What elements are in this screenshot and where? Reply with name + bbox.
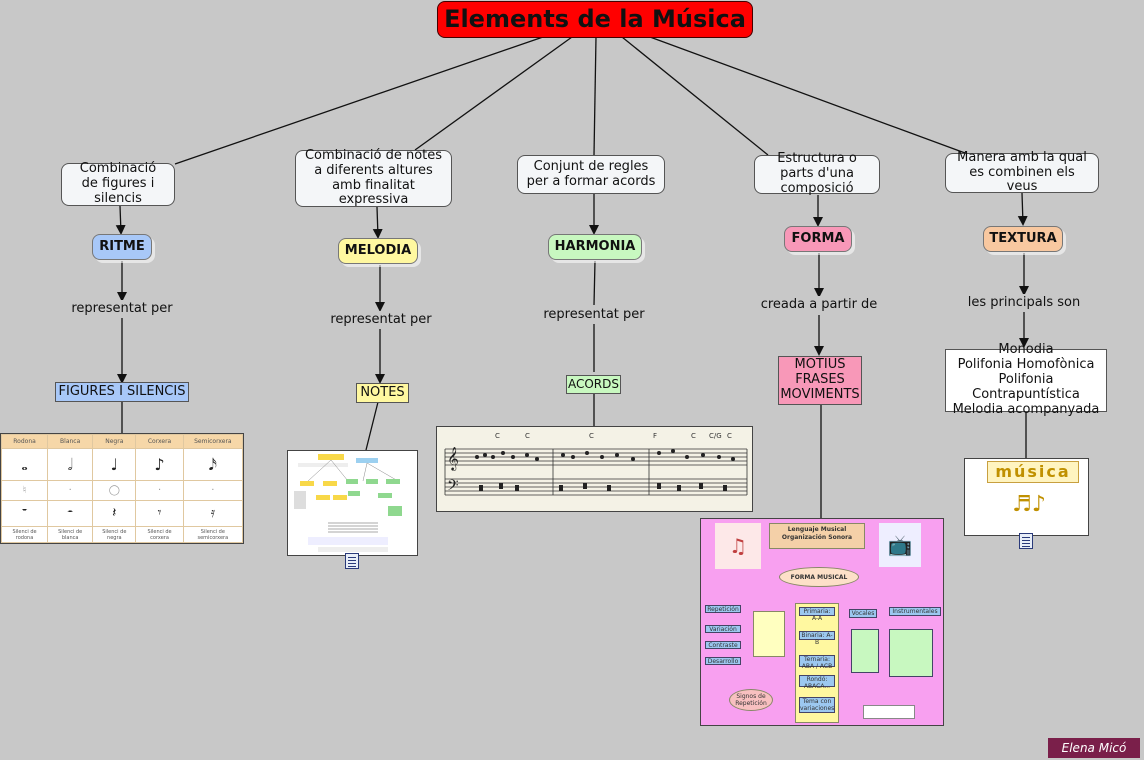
harmonia-description[interactable]: Conjunt de regles per a formar acords [517, 155, 665, 194]
forma-middle-item: Ternaria: ABA / ACB [799, 655, 835, 670]
acords-node[interactable]: ACORDS [566, 375, 621, 394]
author-label: Elena Micó [1048, 738, 1140, 758]
rest-label: Silenci de negra [92, 526, 137, 543]
forma-left-item: Desarrollo [705, 657, 741, 665]
melodia-concept[interactable]: MELODIA [338, 238, 418, 264]
note-symbol: 𝅝 [1, 447, 49, 482]
forma-phrase-box [753, 611, 785, 657]
forma-bottom-box: Signos de Repetición [729, 689, 773, 711]
forma-vocales: Vocales [849, 609, 877, 618]
forma-middle-item: Primaria: A-A [799, 607, 835, 622]
note-symbol: ♩ [92, 447, 137, 482]
note-symbol: 𝅗𝅥 [47, 447, 94, 482]
document-icon[interactable] [345, 553, 359, 569]
chord-label: C [525, 432, 530, 440]
forma-left-item: Contraste [705, 641, 741, 649]
harmonia-concept[interactable]: HARMONIA [548, 234, 642, 260]
rest-symbol: 𝄽 [92, 499, 137, 528]
musica-word: música [987, 461, 1079, 483]
map-title[interactable]: Elements de la Música [437, 1, 753, 38]
motius-node[interactable]: MOTIUS FRASES MOVIMENTS [778, 356, 862, 405]
forma-instrumentales: Instrumentales [889, 607, 941, 616]
rest-symbol: 𝄼 [47, 499, 94, 528]
chord-label: C [727, 432, 732, 440]
chord-label: C/G [709, 432, 722, 440]
document-icon[interactable] [1019, 533, 1033, 549]
textura-concept[interactable]: TEXTURA [983, 226, 1063, 252]
rest-label: Silenci de blanca [47, 526, 94, 543]
chord-label: C [495, 432, 500, 440]
chord-label: F [653, 432, 657, 440]
forma-middle-item: Tema con variaciones [799, 697, 835, 713]
textura-link-phrase: les principals son [966, 294, 1082, 312]
melodia-mini-map [294, 454, 402, 552]
rest-label: Silenci de corxera [135, 526, 184, 543]
forma-middle-item: Binaria: A-B [799, 631, 835, 646]
forma-vocales-list [851, 629, 879, 673]
rhythm-header: Corxera [135, 434, 184, 449]
music-notes-icon: ♫ [715, 523, 761, 569]
melodia-map-image[interactable] [287, 450, 418, 556]
forma-middle-item: Rondó: ABACA... [799, 675, 835, 690]
note-symbol: ♪ [135, 447, 184, 482]
rest-label: Silenci de rodona [1, 526, 49, 543]
forma-concept[interactable]: FORMA [784, 226, 852, 252]
textures-list-node[interactable]: Monodia Polifonia Homofònica Polifonia C… [945, 342, 1107, 417]
note-symbol: 𝅘𝅥𝅯 [182, 447, 243, 482]
harmonia-score-image[interactable]: 𝄞 𝄢 C C C F C C/G C [436, 426, 753, 512]
forma-description[interactable]: Estructura o parts d'una composició [754, 151, 880, 196]
chord-label: C [691, 432, 696, 440]
rhythm-header: Blanca [47, 434, 94, 449]
rest-symbol: 𝄾 [135, 499, 184, 528]
forma-center-box: FORMA MUSICAL [779, 567, 859, 587]
melodia-link-phrase: representat per [328, 311, 434, 329]
rhythm-figures-image[interactable]: Rodona Blanca Negra Corxera Semicorxera … [0, 433, 244, 544]
musicians-illustration: ♬♪ [1012, 492, 1046, 517]
forma-map-image[interactable]: ♫ Lenguaje Musical Organización Sonora 📺… [700, 518, 944, 726]
forma-note-box [863, 705, 915, 719]
rest-symbol: 𝄻 [1, 499, 49, 528]
forma-left-item: Repetición [705, 605, 741, 613]
rest-label: Silenci de semicorxera [182, 526, 243, 543]
musical-score: 𝄞 𝄢 C C C F C C/G C [444, 432, 748, 498]
ritme-description[interactable]: Combinació de figures i silencis [61, 161, 175, 206]
rhythm-header: Negra [92, 434, 137, 449]
notes-node[interactable]: NOTES [356, 383, 409, 403]
rhythm-header: Rodona [1, 434, 49, 449]
ritme-link-phrase: representat per [70, 300, 174, 318]
svg-text:𝄢: 𝄢 [447, 477, 459, 498]
figures-silencis-node[interactable]: FIGURES I SILENCIS [55, 382, 189, 402]
forma-top-box: Lenguaje Musical Organización Sonora [769, 523, 865, 549]
ritme-concept[interactable]: RITME [92, 234, 152, 260]
chord-label: C [589, 432, 594, 440]
melodia-description[interactable]: Combinació de notes a diferents altures … [295, 148, 452, 207]
harmonia-link-phrase: representat per [542, 306, 646, 324]
forma-left-item: Variación [705, 625, 741, 633]
forma-instrumentales-list [889, 629, 933, 677]
tv-icon: 📺 [879, 523, 921, 567]
textura-description[interactable]: Manera amb la qual es combinen els veus [945, 150, 1099, 194]
textura-image[interactable]: música ♬♪ [964, 458, 1089, 536]
forma-link-phrase: creada a partir de [758, 296, 880, 314]
rest-symbol: 𝄿 [182, 499, 243, 528]
rhythm-header: Semicorxera [182, 434, 243, 449]
svg-text:𝄞: 𝄞 [447, 446, 459, 471]
